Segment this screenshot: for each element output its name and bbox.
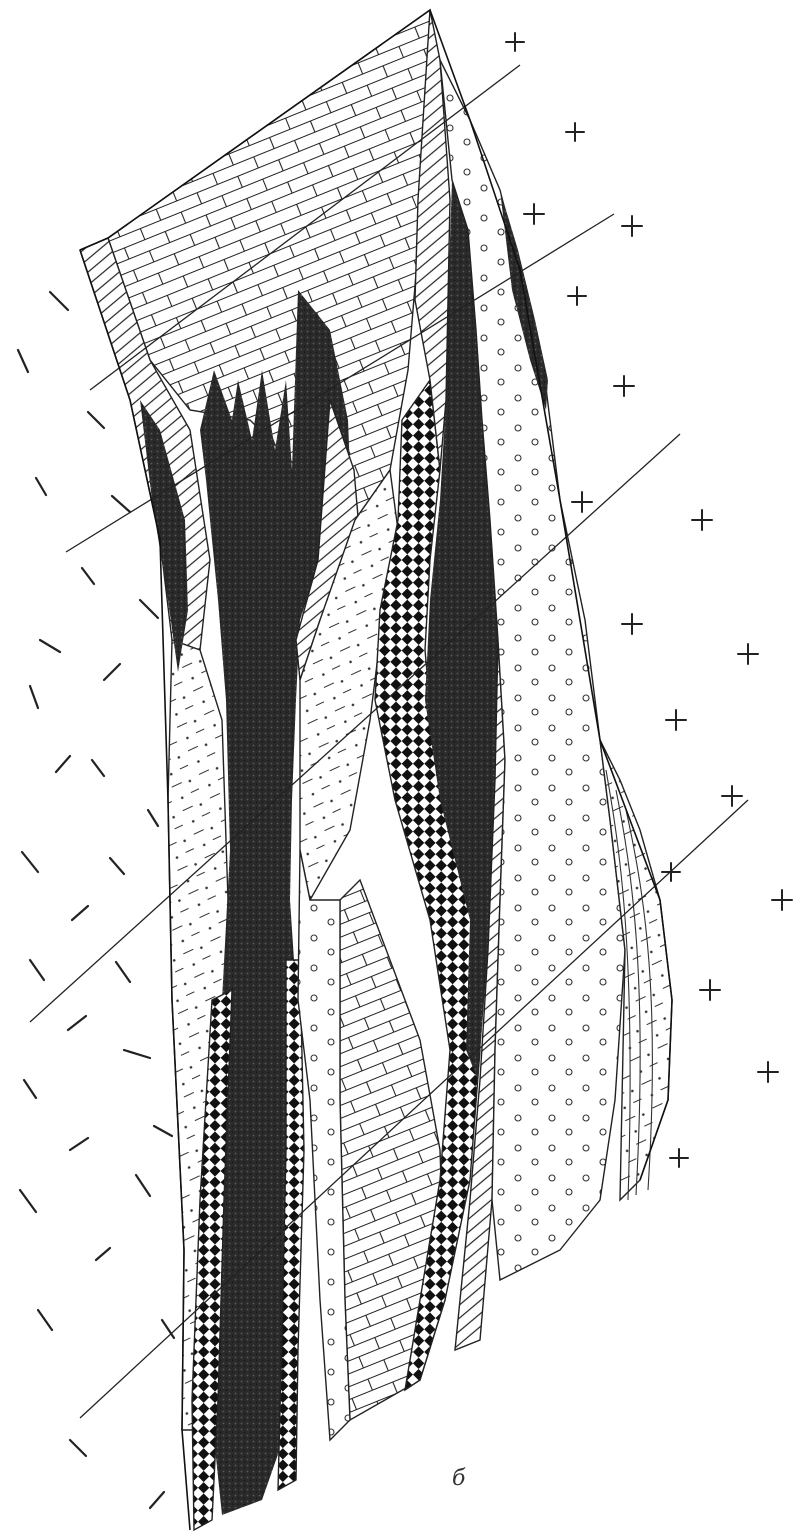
geologic-section-body (80, 10, 672, 1530)
figure-label: б (452, 1466, 465, 1491)
